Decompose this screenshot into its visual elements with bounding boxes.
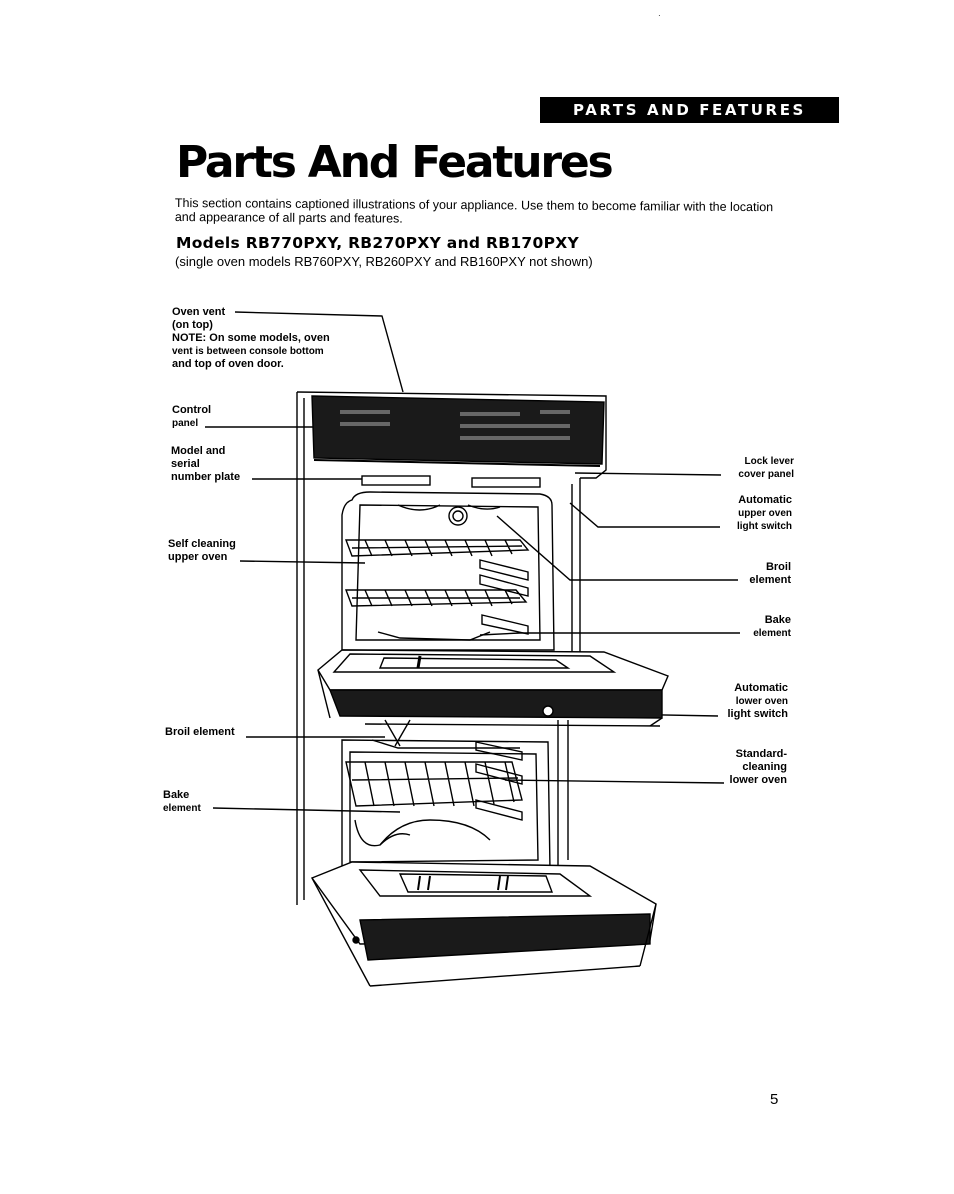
callout-model-plate: Model and serial number plate [171,445,241,483]
oven-cabinet [296,391,607,905]
models-heading: Models RB770PXY, RB270PXY and RB170PXY [176,234,580,252]
upper-door [317,649,669,747]
lower-oven [341,739,551,871]
callout-control-panel: Control panel [172,404,212,429]
leader-lines-left [205,311,404,813]
callout-oven-vent: Oven vent (on top) NOTE: On some models,… [172,306,330,370]
callout-standard-cleaning-lower: Standard- cleaning lower oven [729,748,787,786]
upper-oven [341,491,555,651]
callout-lock-lever: Lock lever cover panel [738,456,794,480]
control-panel-display [340,410,570,440]
control-panel [311,395,605,467]
stray-print-mark: · [658,11,661,20]
callout-bake-element-right: Bake element [753,614,791,639]
callout-bake-element-left: Bake element [163,789,201,814]
lower-door [310,861,657,987]
callout-auto-upper-light: Automatic upper oven light switch [737,494,792,532]
callout-broil-element-left: Broil element [165,726,235,738]
page-number: 5 [770,1091,779,1108]
models-note: (single oven models RB760PXY, RB260PXY a… [175,254,593,269]
callout-broil-element-right: Broil element [749,561,791,586]
page-title: Parts And Features [176,137,614,188]
callout-self-cleaning-upper: Self cleaning upper oven [168,538,236,563]
callout-auto-lower-light: Automatic lower oven light switch [727,682,789,720]
section-banner: PARTS AND FEATURES [540,97,839,123]
